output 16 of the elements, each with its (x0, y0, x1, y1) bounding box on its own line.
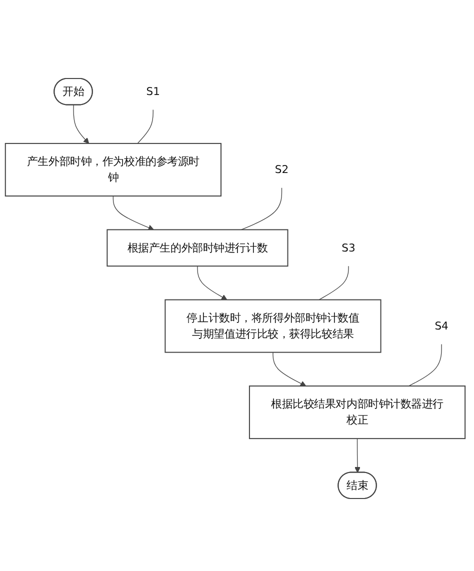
arrow (354, 438, 360, 472)
node-box: 停止计数时，将所得外部时钟计数值与期望值进行比较，获得比较结果 (164, 298, 382, 352)
arrow (272, 352, 306, 386)
node-text: S2 (274, 162, 289, 176)
connector (408, 343, 442, 386)
node-text: S1 (146, 84, 160, 98)
connector (137, 108, 154, 144)
arrow (112, 195, 154, 230)
node-box: 根据比较结果对内部时钟计数器进行校正 (248, 385, 466, 439)
connector (318, 265, 349, 300)
node-text: S3 (342, 240, 356, 254)
arrow (197, 265, 228, 300)
node-text: S4 (434, 318, 448, 332)
node-box: 根据产生的外部时钟进行计数 (106, 228, 288, 266)
node-box: 产生外部时钟，作为校准的参考源时钟 (4, 142, 222, 196)
arrow (73, 104, 90, 144)
